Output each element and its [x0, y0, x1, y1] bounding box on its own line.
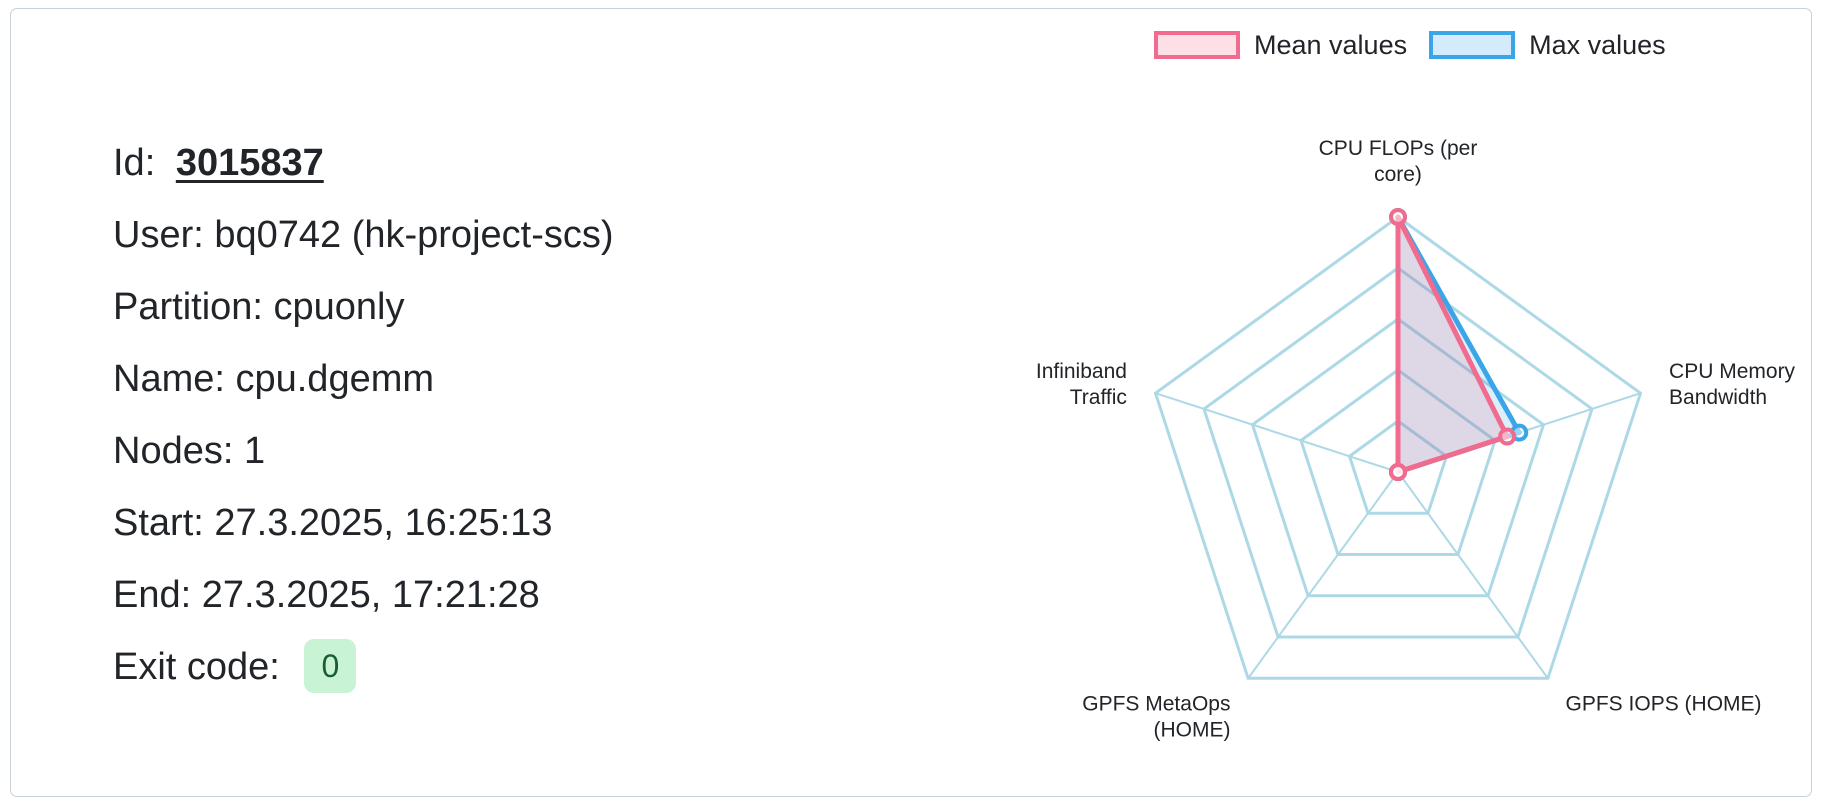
job-start: Start: 27.3.2025, 16:25:13: [113, 502, 553, 544]
radar-grid-ring: [1347, 419, 1449, 515]
job-id-link[interactable]: 3015837: [175, 142, 324, 184]
exit-code-label: Exit code:: [113, 646, 280, 688]
legend-label-mean: Mean values: [1254, 29, 1408, 60]
radar-grid-ring: [1299, 368, 1497, 557]
legend-label-max: Max values: [1529, 29, 1666, 60]
job-nodes: Nodes: 1: [113, 430, 266, 472]
legend-item-max[interactable]: Max values: [1429, 30, 1666, 61]
radar-grid-ring: [1202, 266, 1594, 639]
radar-point-mean[interactable]: [1389, 208, 1407, 226]
job-partition: Partition: cpuonly: [113, 286, 405, 328]
job-user: User: bq0742 (hk-project-scs): [113, 214, 614, 256]
radar-grid-ring: [1153, 215, 1643, 680]
legend-swatch-mean: [1154, 31, 1240, 59]
chart-legend: Mean values Max values: [1154, 28, 1688, 62]
legend-swatch-max: [1429, 31, 1516, 59]
radar-axis-label: GPFS IOPS (HOME): [1566, 693, 1762, 716]
exit-code-badge: 0: [304, 638, 357, 693]
radar-point-mean[interactable]: [1498, 427, 1517, 446]
radar-axis-label: GPFS MetaOps(HOME): [1082, 693, 1230, 742]
radar-grid-ring: [1250, 317, 1546, 598]
radar-spoke: [1247, 471, 1399, 679]
radar-point-mean[interactable]: [1389, 463, 1407, 481]
job-exit-row: Exit code: 0: [113, 631, 614, 703]
job-info: Id: 3015837 User: bq0742 (hk-project-scs…: [113, 127, 614, 703]
radar-spoke: [1397, 471, 1549, 679]
job-name: Name: cpu.dgemm: [113, 358, 435, 400]
radar-series-mean-area: [1395, 214, 1510, 475]
radar-spoke: [1155, 392, 1399, 473]
job-id-label: Id:: [113, 142, 156, 184]
legend-item-mean[interactable]: Mean values: [1154, 30, 1407, 61]
job-end: End: 27.3.2025, 17:21:28: [113, 574, 540, 616]
job-id-row: Id: 3015837: [113, 127, 614, 199]
